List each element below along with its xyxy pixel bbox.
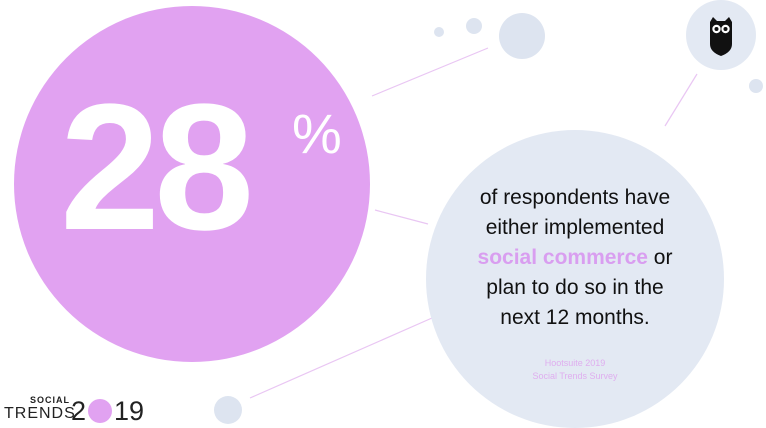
highlight-text: social commerce (477, 246, 648, 269)
brand-year-dot (88, 399, 113, 423)
brand-year: 2 19 (71, 396, 144, 426)
stat-number: 28 (60, 67, 254, 268)
decorative-dot (749, 79, 763, 93)
stat-percent-symbol: % (292, 102, 342, 165)
description-text: or (647, 246, 673, 269)
decorative-dot (214, 396, 242, 424)
description-line: social commerce or (440, 243, 710, 273)
stat-description: of respondents have either implemented s… (440, 183, 710, 333)
brand-year-first: 2 (71, 396, 87, 426)
source-line: Social Trends Survey (532, 371, 618, 381)
connector-line (371, 47, 489, 97)
description-line: either implemented (485, 216, 665, 239)
decorative-dot (466, 18, 482, 34)
brand-year-last: 19 (114, 396, 145, 426)
decorative-dot (499, 13, 545, 59)
description-line: of respondents have (479, 186, 671, 209)
connector-line (664, 73, 698, 127)
brand-trends-text: TRENDS (4, 405, 76, 422)
source-line: Hootsuite 2019 (544, 358, 606, 368)
stat-circle (14, 6, 370, 362)
description-line: plan to do so in the (486, 276, 664, 299)
owl-logo-icon (710, 17, 732, 56)
info-circle (426, 130, 724, 428)
logo-circle (686, 0, 756, 70)
connector-line (374, 209, 429, 225)
description-line: next 12 months. (500, 306, 650, 329)
decorative-dot (434, 27, 444, 37)
source-citation: Hootsuite 2019 Social Trends Survey (480, 357, 670, 383)
connector-line (249, 317, 433, 399)
brand-social-text: SOCIAL (30, 395, 71, 405)
